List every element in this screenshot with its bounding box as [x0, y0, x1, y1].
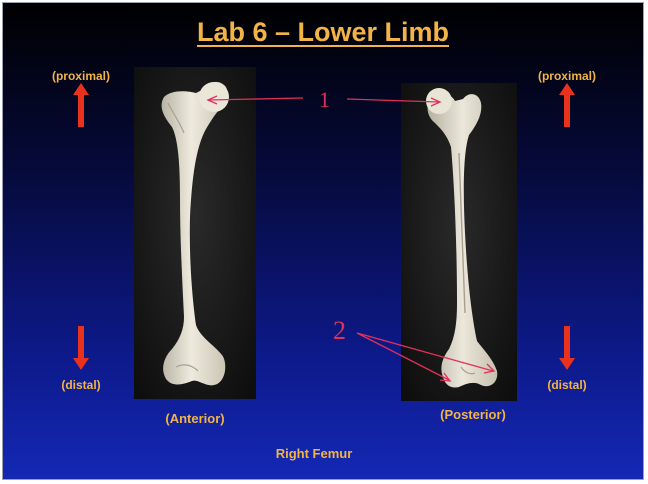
arrow-down-icon — [73, 326, 89, 370]
anterior-caption: (Anterior) — [165, 411, 225, 426]
anterior-femur-photo — [134, 67, 256, 399]
arrow-down-icon — [559, 326, 575, 370]
posterior-femur-photo — [401, 83, 517, 401]
bottom-caption: Right Femur — [275, 446, 353, 461]
proximal-label-left: (proximal) — [51, 69, 110, 83]
distal-label-right: (distal) — [547, 378, 587, 392]
annotation-marker-1: 1 — [319, 87, 330, 112]
arrow-up-icon — [73, 83, 89, 127]
distal-label-left: (distal) — [61, 378, 101, 392]
proximal-label-right: (proximal) — [537, 69, 596, 83]
arrow-up-icon — [559, 83, 575, 127]
annotation-marker-2: 2 — [333, 316, 346, 345]
posterior-caption: (Posterior) — [440, 407, 506, 422]
slide: Lab 6 – Lower Limb (proximal) (distal) (… — [2, 2, 644, 480]
slide-title: Lab 6 – Lower Limb — [196, 17, 450, 47]
